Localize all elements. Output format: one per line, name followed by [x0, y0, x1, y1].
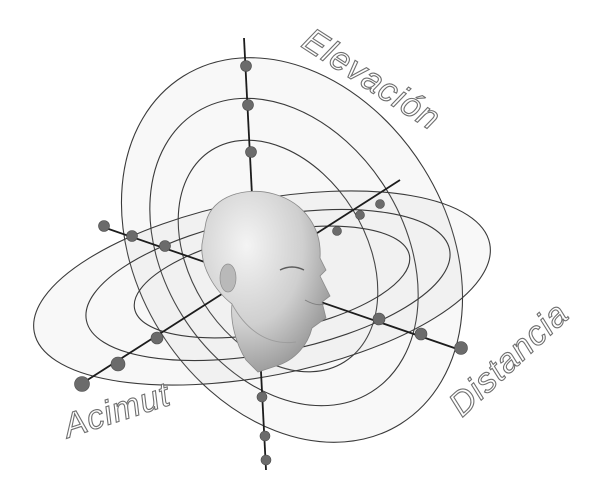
grid-node — [414, 327, 428, 341]
grid-node — [332, 226, 342, 236]
grid-node — [372, 312, 386, 326]
grid-nodes — [74, 60, 468, 466]
grid-node — [159, 240, 171, 252]
grid-node — [454, 341, 468, 355]
head-icon — [201, 190, 331, 373]
grid-node — [259, 430, 271, 442]
grid-node — [245, 146, 257, 158]
grid-node — [260, 454, 272, 466]
grid-node — [256, 391, 268, 403]
grid-node — [98, 220, 110, 232]
grid-node — [74, 376, 90, 392]
grid-node — [126, 230, 138, 242]
grid-node — [355, 210, 365, 220]
grid-node — [375, 199, 385, 209]
grid-node — [242, 99, 254, 111]
grid-node — [150, 331, 164, 345]
grid-node — [110, 356, 126, 372]
grid-node — [240, 60, 252, 72]
